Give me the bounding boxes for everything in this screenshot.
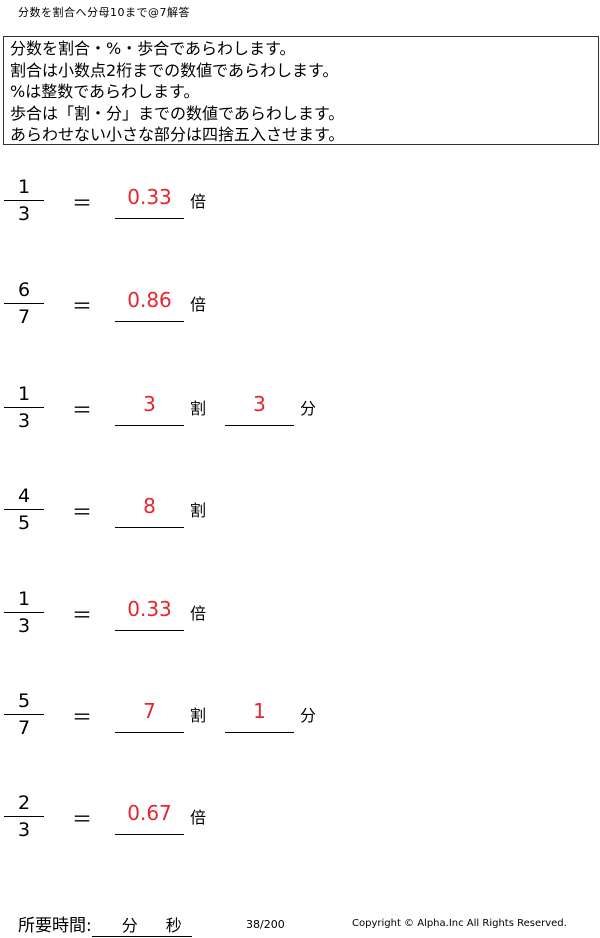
page-number: 38/200	[246, 918, 285, 931]
numerator: 1	[17, 588, 31, 610]
unit-label: 分	[300, 399, 317, 418]
answer-field[interactable]: 8	[115, 495, 184, 528]
minutes-label: 分	[121, 916, 138, 935]
problem-3: 1 3 ＝ 3 割 3 分	[0, 383, 600, 447]
unit-label: 分	[300, 706, 317, 725]
equals-sign: ＝	[72, 191, 92, 215]
fraction-bar	[4, 816, 44, 817]
time-blank[interactable]: 分秒	[91, 912, 192, 937]
numerator: 4	[17, 485, 31, 507]
answer-field[interactable]: 3	[115, 393, 184, 426]
denominator: 3	[17, 819, 31, 841]
denominator: 3	[17, 203, 31, 225]
fraction-bar	[4, 407, 44, 408]
denominator: 3	[17, 615, 31, 637]
fraction-bar	[4, 612, 44, 613]
answer-field[interactable]: 3	[225, 393, 294, 426]
unit-label: 倍	[190, 604, 207, 623]
instruction-line: %は整数であらわします。	[10, 82, 200, 101]
fraction-bar	[4, 714, 44, 715]
instruction-line: 分数を割合・%・歩合であらわします。	[10, 39, 296, 58]
problem-6: 5 7 ＝ 7 割 1 分	[0, 690, 600, 754]
equals-sign: ＝	[72, 705, 92, 729]
equals-sign: ＝	[72, 603, 92, 627]
unit-label: 割	[190, 706, 207, 725]
denominator: 7	[17, 306, 31, 328]
unit-label: 倍	[190, 192, 207, 211]
unit-label: 倍	[190, 808, 207, 827]
answer-field[interactable]: 0.86	[115, 289, 184, 322]
problem-5: 1 3 ＝ 0.33 倍	[0, 588, 600, 652]
numerator: 5	[17, 690, 31, 712]
equals-sign: ＝	[72, 500, 92, 524]
answer-field[interactable]: 0.67	[115, 802, 184, 835]
copyright: Copyright © Alpha.Inc All Rights Reserve…	[352, 918, 567, 929]
denominator: 5	[17, 512, 31, 534]
equals-sign: ＝	[72, 807, 92, 831]
unit-label: 割	[190, 501, 207, 520]
time-taken: 所要時間:分秒	[18, 911, 192, 937]
numerator: 1	[17, 176, 31, 198]
denominator: 3	[17, 410, 31, 432]
denominator: 7	[17, 717, 31, 739]
instructions-box: 分数を割合・%・歩合であらわします。 割合は小数点2桁までの数値であらわします。…	[3, 36, 599, 145]
instruction-line: 割合は小数点2桁までの数値であらわします。	[10, 60, 339, 80]
numerator: 6	[17, 279, 31, 301]
problem-2: 6 7 ＝ 0.86 倍	[0, 279, 600, 343]
unit-label: 割	[190, 399, 207, 418]
numerator: 1	[17, 383, 31, 405]
fraction-bar	[4, 303, 44, 304]
problem-1: 1 3 ＝ 0.33 倍	[0, 176, 600, 240]
unit-label: 倍	[190, 295, 207, 314]
seconds-label: 秒	[165, 916, 182, 935]
answer-field[interactable]: 0.33	[115, 598, 184, 631]
fraction-bar	[4, 200, 44, 201]
page-title: 分数を割合へ分母10まで@7解答	[18, 6, 190, 19]
time-label: 所要時間:	[18, 916, 92, 936]
equals-sign: ＝	[72, 294, 92, 318]
equals-sign: ＝	[72, 398, 92, 422]
answer-field[interactable]: 1	[225, 700, 294, 733]
answer-field[interactable]: 0.33	[115, 186, 184, 219]
instruction-line: あらわせない小さな部分は四捨五入させます。	[10, 125, 345, 144]
answer-field[interactable]: 7	[115, 700, 184, 733]
numerator: 2	[17, 792, 31, 814]
fraction-bar	[4, 509, 44, 510]
instruction-line: 歩合は「割・分」までの数値であらわします。	[10, 103, 345, 123]
problem-4: 4 5 ＝ 8 割	[0, 485, 600, 549]
problem-7: 2 3 ＝ 0.67 倍	[0, 792, 600, 856]
